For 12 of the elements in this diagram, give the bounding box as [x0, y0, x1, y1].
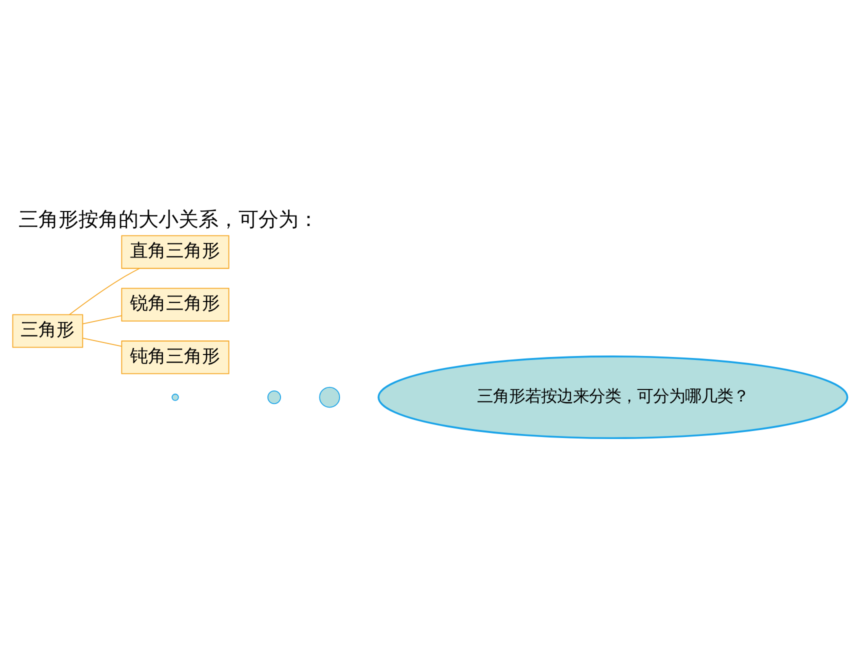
connector — [82, 338, 122, 347]
node-box: 直角三角形 — [121, 235, 230, 269]
node-box: 三角形 — [12, 314, 84, 348]
connector — [68, 268, 140, 316]
diagram-title: 三角形按角的大小关系，可分为： — [18, 207, 318, 232]
node-circle — [267, 390, 282, 404]
node-circle — [172, 394, 179, 401]
node-ellipse: 三角形若按边来分类，可分为哪几类？ — [378, 356, 848, 440]
node-circle — [319, 386, 340, 408]
node-box: 钝角三角形 — [121, 340, 230, 374]
node-box: 锐角三角形 — [121, 288, 230, 322]
connector — [82, 315, 122, 324]
